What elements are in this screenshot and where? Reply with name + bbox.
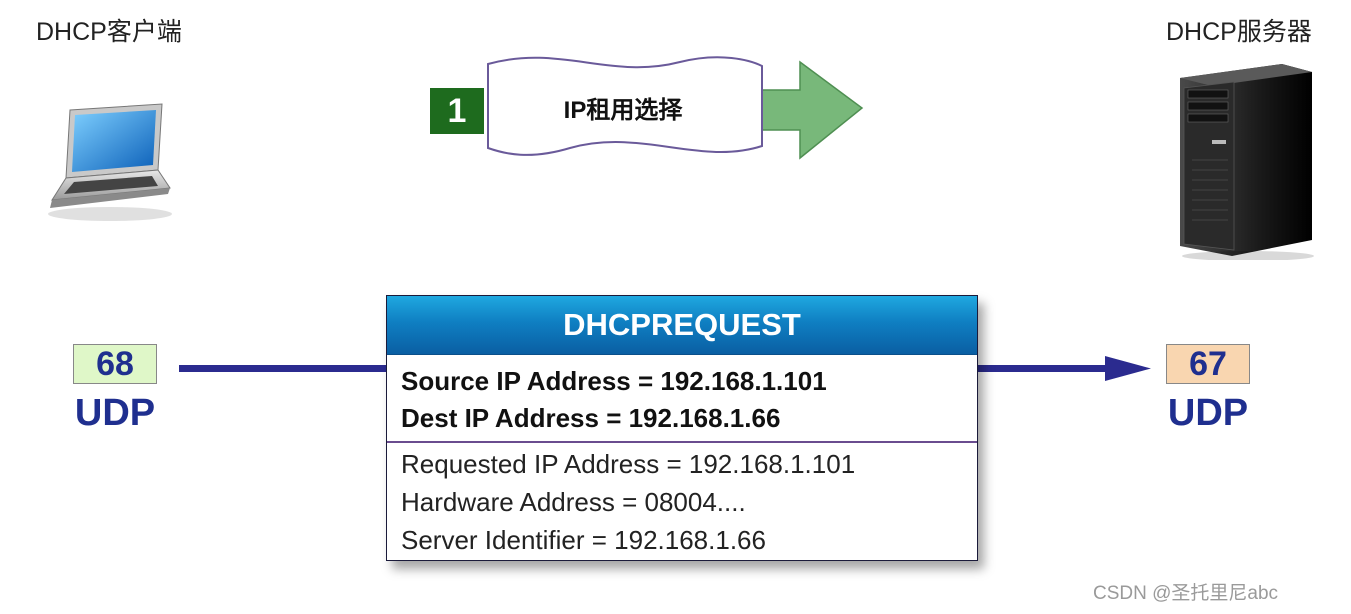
step-label: IP租用选择 bbox=[563, 97, 683, 124]
packet-divider bbox=[387, 441, 977, 443]
step-number: 1 bbox=[430, 88, 484, 134]
client-port-box: 68 bbox=[73, 344, 157, 384]
client-label: DHCP客户端 bbox=[36, 18, 182, 46]
step-banner bbox=[487, 56, 864, 160]
server-port-box: 67 bbox=[1166, 344, 1250, 384]
server-icon bbox=[1180, 64, 1314, 260]
packet-server-identifier: Server Identifier = 192.168.1.66 bbox=[401, 525, 766, 555]
packet-source-ip: Source IP Address = 192.168.1.101 bbox=[401, 366, 827, 396]
packet-hardware-address: Hardware Address = 08004.... bbox=[401, 487, 746, 517]
packet-dest-ip: Dest IP Address = 192.168.1.66 bbox=[401, 403, 781, 433]
dhcp-request-packet: DHCPREQUEST Source IP Address = 192.168.… bbox=[386, 295, 978, 561]
packet-title: DHCPREQUEST bbox=[387, 296, 977, 355]
step-ribbon bbox=[487, 56, 763, 156]
server-label: DHCP服务器 bbox=[1166, 18, 1312, 46]
client-protocol: UDP bbox=[74, 392, 156, 434]
laptop-icon bbox=[48, 103, 172, 221]
arrow-head bbox=[1105, 356, 1151, 381]
watermark: CSDN @圣托里尼abc bbox=[1093, 583, 1279, 604]
server-protocol: UDP bbox=[1167, 392, 1249, 434]
packet-requested-ip: Requested IP Address = 192.168.1.101 bbox=[401, 449, 856, 479]
